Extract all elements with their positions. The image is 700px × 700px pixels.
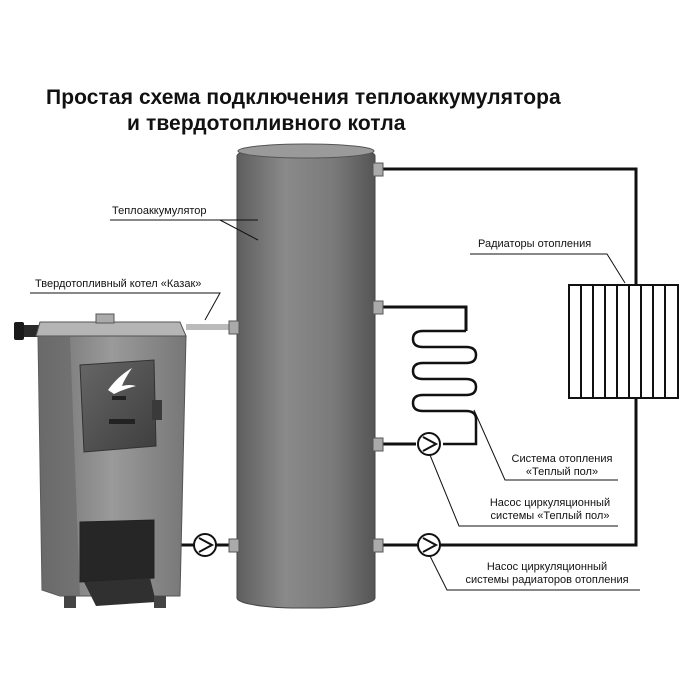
label-radiators: Радиаторы отопления bbox=[478, 238, 592, 250]
leader-floor-pump bbox=[429, 454, 618, 527]
floor-heating-coil bbox=[411, 329, 478, 446]
label-floor-pump-line-2: системы «Теплый пол» bbox=[490, 510, 610, 522]
tank-nozzle-bottom bbox=[372, 538, 384, 553]
label-heat-accumulator: Теплоаккумулятор bbox=[112, 205, 207, 217]
label-radiator-pump-line-2: системы радиаторов отопления bbox=[465, 574, 629, 586]
solid-fuel-boiler bbox=[14, 313, 187, 608]
tank-nozzle-floor-return bbox=[372, 437, 384, 452]
pump-icon bbox=[417, 533, 441, 557]
boiler-lower-door bbox=[79, 519, 155, 583]
radiator bbox=[568, 284, 679, 399]
pump-icon bbox=[417, 432, 441, 456]
boiler-upper-door bbox=[79, 359, 157, 453]
label-radiator-pump-line-1: Насос циркуляционный bbox=[486, 561, 608, 573]
leader-lines bbox=[30, 219, 640, 591]
floor-supply-pipe bbox=[382, 305, 468, 331]
leader-radiator-pump bbox=[429, 555, 640, 591]
tank-nozzle-boiler-supply bbox=[228, 320, 240, 335]
label-solid-fuel-boiler: Твердотопливный котел «Казак» bbox=[35, 278, 202, 290]
label-floor-heating-system: Система отопления «Теплый пол» bbox=[503, 453, 621, 479]
pipe-network bbox=[165, 167, 638, 547]
page-title-line-1: Простая схема подключения теплоаккумулят… bbox=[46, 86, 561, 109]
label-floor-pump-line-1: Насос циркуляционный bbox=[489, 497, 611, 509]
radiator-supply-pipe bbox=[382, 167, 638, 285]
pump-icon bbox=[193, 533, 217, 557]
label-radiator-pump: Насос циркуляционный системы радиаторов … bbox=[450, 561, 644, 587]
label-floor-pump: Насос циркуляционный системы «Теплый пол… bbox=[476, 497, 624, 523]
swallow-logo-icon bbox=[108, 368, 136, 394]
heat-accumulator-tank bbox=[228, 143, 384, 609]
leader-boiler bbox=[30, 292, 221, 321]
page-title-line-2: и твердотопливного котла bbox=[127, 112, 406, 135]
tank-nozzle-floor-supply bbox=[372, 300, 384, 315]
leader-floor-system bbox=[473, 409, 618, 481]
radiator-return-pipe bbox=[382, 398, 638, 547]
tank-nozzle-boiler-return bbox=[228, 538, 240, 553]
label-floor-heating-system-line-1: Система отопления bbox=[511, 453, 613, 465]
tank-nozzle-top bbox=[372, 162, 384, 177]
label-floor-heating-system-line-2: «Теплый пол» bbox=[525, 466, 599, 478]
leader-radiators bbox=[470, 253, 626, 284]
leader-accumulator-diag bbox=[219, 219, 259, 241]
